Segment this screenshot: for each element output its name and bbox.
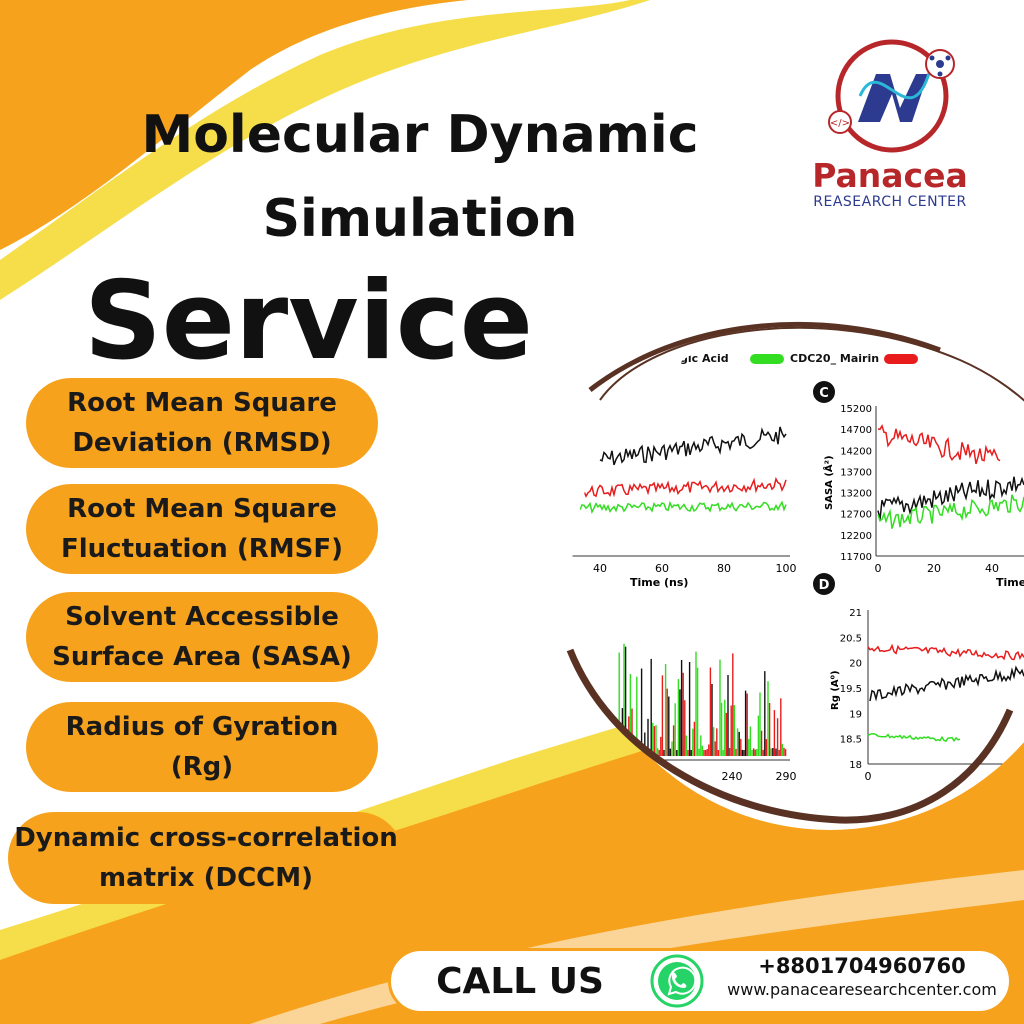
rg-ytick-1: 20.5 <box>840 633 862 644</box>
rg-ytick-3: 19.5 <box>840 684 862 695</box>
title-line-1: Molecular Dynamic <box>141 105 699 165</box>
rmsd-series-red <box>579 476 787 499</box>
sasa-ytick-5: 12700 <box>840 510 872 521</box>
rmsd-series-green <box>579 500 787 515</box>
panel-d-label: D <box>819 578 830 593</box>
rmsd-xtick-2: 80 <box>717 562 731 575</box>
rg-ytick-6: 18 <box>849 760 862 771</box>
rg-ytick-4: 19 <box>849 709 862 720</box>
sasa-ytick-7: 11700 <box>840 552 872 563</box>
service-rmsf-label: Root Mean Square Fluctuation (RMSF) <box>61 494 343 564</box>
sasa-series-green <box>877 494 1024 529</box>
service-dccm-label: Dynamic cross-correlation matrix (DCCM) <box>14 823 398 893</box>
panel-c-label: C <box>819 386 829 401</box>
sasa-plot: C 15200 14700 14200 13700 13200 12700 12200 117… <box>813 381 1024 589</box>
rmsf-xtick-1: 290 <box>776 770 797 783</box>
rmsd-plot: 40 60 80 100 Time (ns) <box>572 426 797 589</box>
rmsd-series-black <box>599 426 787 466</box>
sasa-series-black <box>877 476 1024 520</box>
sasa-ytick-4: 13200 <box>840 489 872 500</box>
rg-series-red <box>867 643 1024 661</box>
sasa-ytick-0: 15200 <box>840 404 872 415</box>
ring-arc-outer <box>599 326 1024 402</box>
sasa-ylabel: SASA (Å²) <box>822 455 835 510</box>
legend-item-1: gic Acid <box>680 352 729 365</box>
rmsd-xtick-3: 100 <box>776 562 797 575</box>
top-left-orange-wave <box>0 0 640 250</box>
service-rmsd: Root Mean Square Deviation (RMSD) <box>26 378 378 468</box>
rg-ylabel: Rg (A⁰) <box>830 670 841 710</box>
ring-arc-bottom <box>566 648 1014 824</box>
title-line-2: Simulation <box>262 189 578 249</box>
sasa-ytick-3: 13700 <box>840 467 872 478</box>
rmsf-plot: 240 290 <box>572 643 797 783</box>
brand-subtitle: REASEARCH CENTER <box>813 194 967 210</box>
sasa-xtick-2: 40 <box>985 562 999 575</box>
top-left-yellow-wave <box>0 0 650 300</box>
rmsf-xtick-0: 240 <box>722 770 743 783</box>
rg-series-green <box>867 733 961 743</box>
svg-text:</>: </> <box>830 118 850 129</box>
service-dccm: Dynamic cross-correlation matrix (DCCM) <box>8 812 404 904</box>
service-rmsd-label: Root Mean Square Deviation (RMSD) <box>67 388 337 458</box>
whatsapp-icon[interactable] <box>650 954 704 1008</box>
sasa-ytick-2: 14200 <box>840 446 872 457</box>
rmsd-xtick-1: 60 <box>655 562 669 575</box>
service-rmsf: Root Mean Square Fluctuation (RMSF) <box>26 484 378 574</box>
sasa-series-red <box>877 424 1001 465</box>
sasa-xtick-1: 20 <box>927 562 941 575</box>
service-rg: Radius of Gyration (Rg) <box>26 702 378 792</box>
md-plots-collage: gic Acid CDC20_ Mairin 40 60 80 100 Time… <box>566 314 1024 830</box>
service-sasa-label: Solvent Accessible Surface Area (SASA) <box>52 602 352 672</box>
rg-xtick-0: 0 <box>865 770 872 783</box>
rmsd-xlabel: Time (ns) <box>630 576 688 589</box>
panacea-logo-icon: </> <box>828 39 955 153</box>
rg-ytick-2: 20 <box>849 659 862 670</box>
website-link[interactable]: www.panacearesearchcenter.com <box>727 980 997 999</box>
sasa-xtick-0: 0 <box>875 562 882 575</box>
sasa-xlabel: Time <box>996 576 1024 589</box>
legend-item-2: CDC20_ Mairin <box>790 352 879 365</box>
rmsd-xtick-0: 40 <box>593 562 607 575</box>
phone-number[interactable]: +8801704960760 <box>758 954 966 978</box>
rg-ytick-0: 21 <box>849 608 862 619</box>
sasa-ytick-1: 14700 <box>840 425 872 436</box>
call-us-label[interactable]: CALL US <box>436 960 604 1002</box>
service-rg-label: Radius of Gyration (Rg) <box>65 712 339 782</box>
title-service: Service <box>84 259 533 384</box>
sasa-ytick-6: 12200 <box>840 531 872 542</box>
ring-arc-top <box>588 321 941 392</box>
service-sasa: Solvent Accessible Surface Area (SASA) <box>26 592 378 682</box>
brand-name: Panacea <box>812 156 968 195</box>
rg-plot: D 21 20.5 20 19.5 19 18.5 18 Rg (A⁰) 0 <box>813 573 1024 783</box>
rg-ytick-5: 18.5 <box>840 735 862 746</box>
rg-series-black <box>869 665 1024 702</box>
